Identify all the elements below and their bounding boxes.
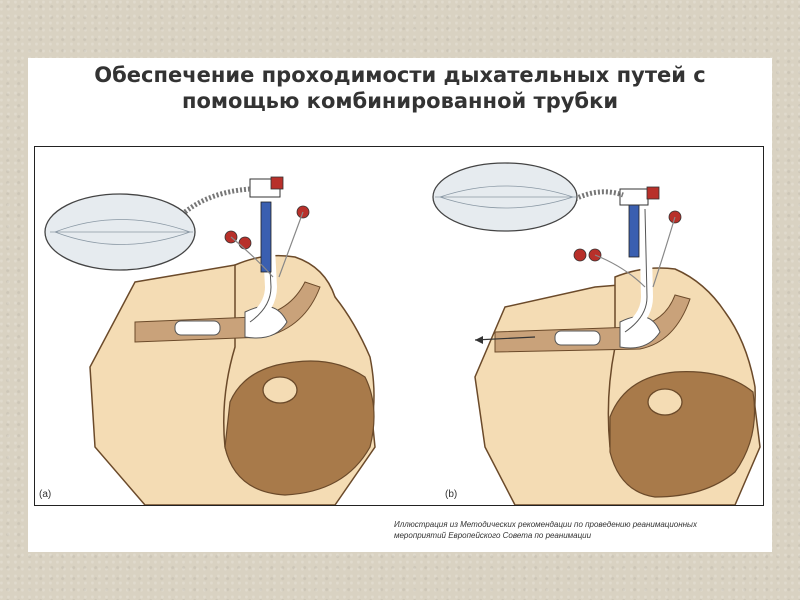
panel-a-bag-lines bbox=[50, 219, 193, 245]
illustration-svg bbox=[44, 162, 761, 505]
caption-line-2: мероприятий Европейского Совета по реани… bbox=[394, 531, 592, 540]
panel-a-hair bbox=[224, 360, 375, 496]
panel-b-tube-outline bbox=[624, 208, 648, 333]
panel-b-arrow-head bbox=[475, 336, 483, 344]
panel-a-hose bbox=[183, 186, 251, 214]
panel-a-illustration bbox=[44, 176, 376, 505]
panel-a-red-connector bbox=[270, 176, 284, 190]
panel-a-pilot-valve-2 bbox=[238, 236, 252, 250]
page-title: Обеспечение проходимости дыхательных пут… bbox=[28, 62, 772, 114]
panel-b-arrow bbox=[474, 336, 536, 341]
figure-caption: Иллюстрация из Методических рекомендации… bbox=[394, 519, 754, 541]
panel-b-hose bbox=[573, 189, 624, 202]
panel-b-distal-cuff bbox=[554, 330, 601, 346]
caption-line-1: Иллюстрация из Методических рекомендации… bbox=[394, 520, 697, 529]
panel-a-blue-tube bbox=[260, 201, 272, 273]
title-line-1: Обеспечение проходимости дыхательных пут… bbox=[94, 63, 706, 87]
panel-a-tube-outline bbox=[249, 208, 272, 323]
illustration-frame: (a) (b) bbox=[34, 146, 764, 506]
panel-a-pilot-line bbox=[230, 211, 304, 278]
panel-b-connector bbox=[619, 188, 649, 206]
panel-b-blue-tube bbox=[628, 201, 640, 258]
panel-b-pilot-line bbox=[594, 216, 676, 288]
panel-b-pilot-valve-1 bbox=[573, 248, 587, 262]
panel-a-distal-cuff bbox=[174, 320, 221, 336]
panel-b-bag-lines bbox=[435, 185, 576, 209]
panel-b-illustration bbox=[432, 162, 761, 505]
panel-b-label: (b) bbox=[445, 489, 458, 500]
slide: Обеспечение проходимости дыхательных пут… bbox=[28, 58, 772, 552]
panel-a-ear bbox=[262, 376, 298, 404]
title-line-2: помощью комбинированной трубки bbox=[181, 89, 619, 113]
panel-b-ear bbox=[647, 388, 683, 416]
panel-b-red-connector bbox=[646, 186, 660, 200]
panel-a-label: (a) bbox=[39, 489, 52, 500]
panel-b-hair bbox=[609, 371, 756, 498]
